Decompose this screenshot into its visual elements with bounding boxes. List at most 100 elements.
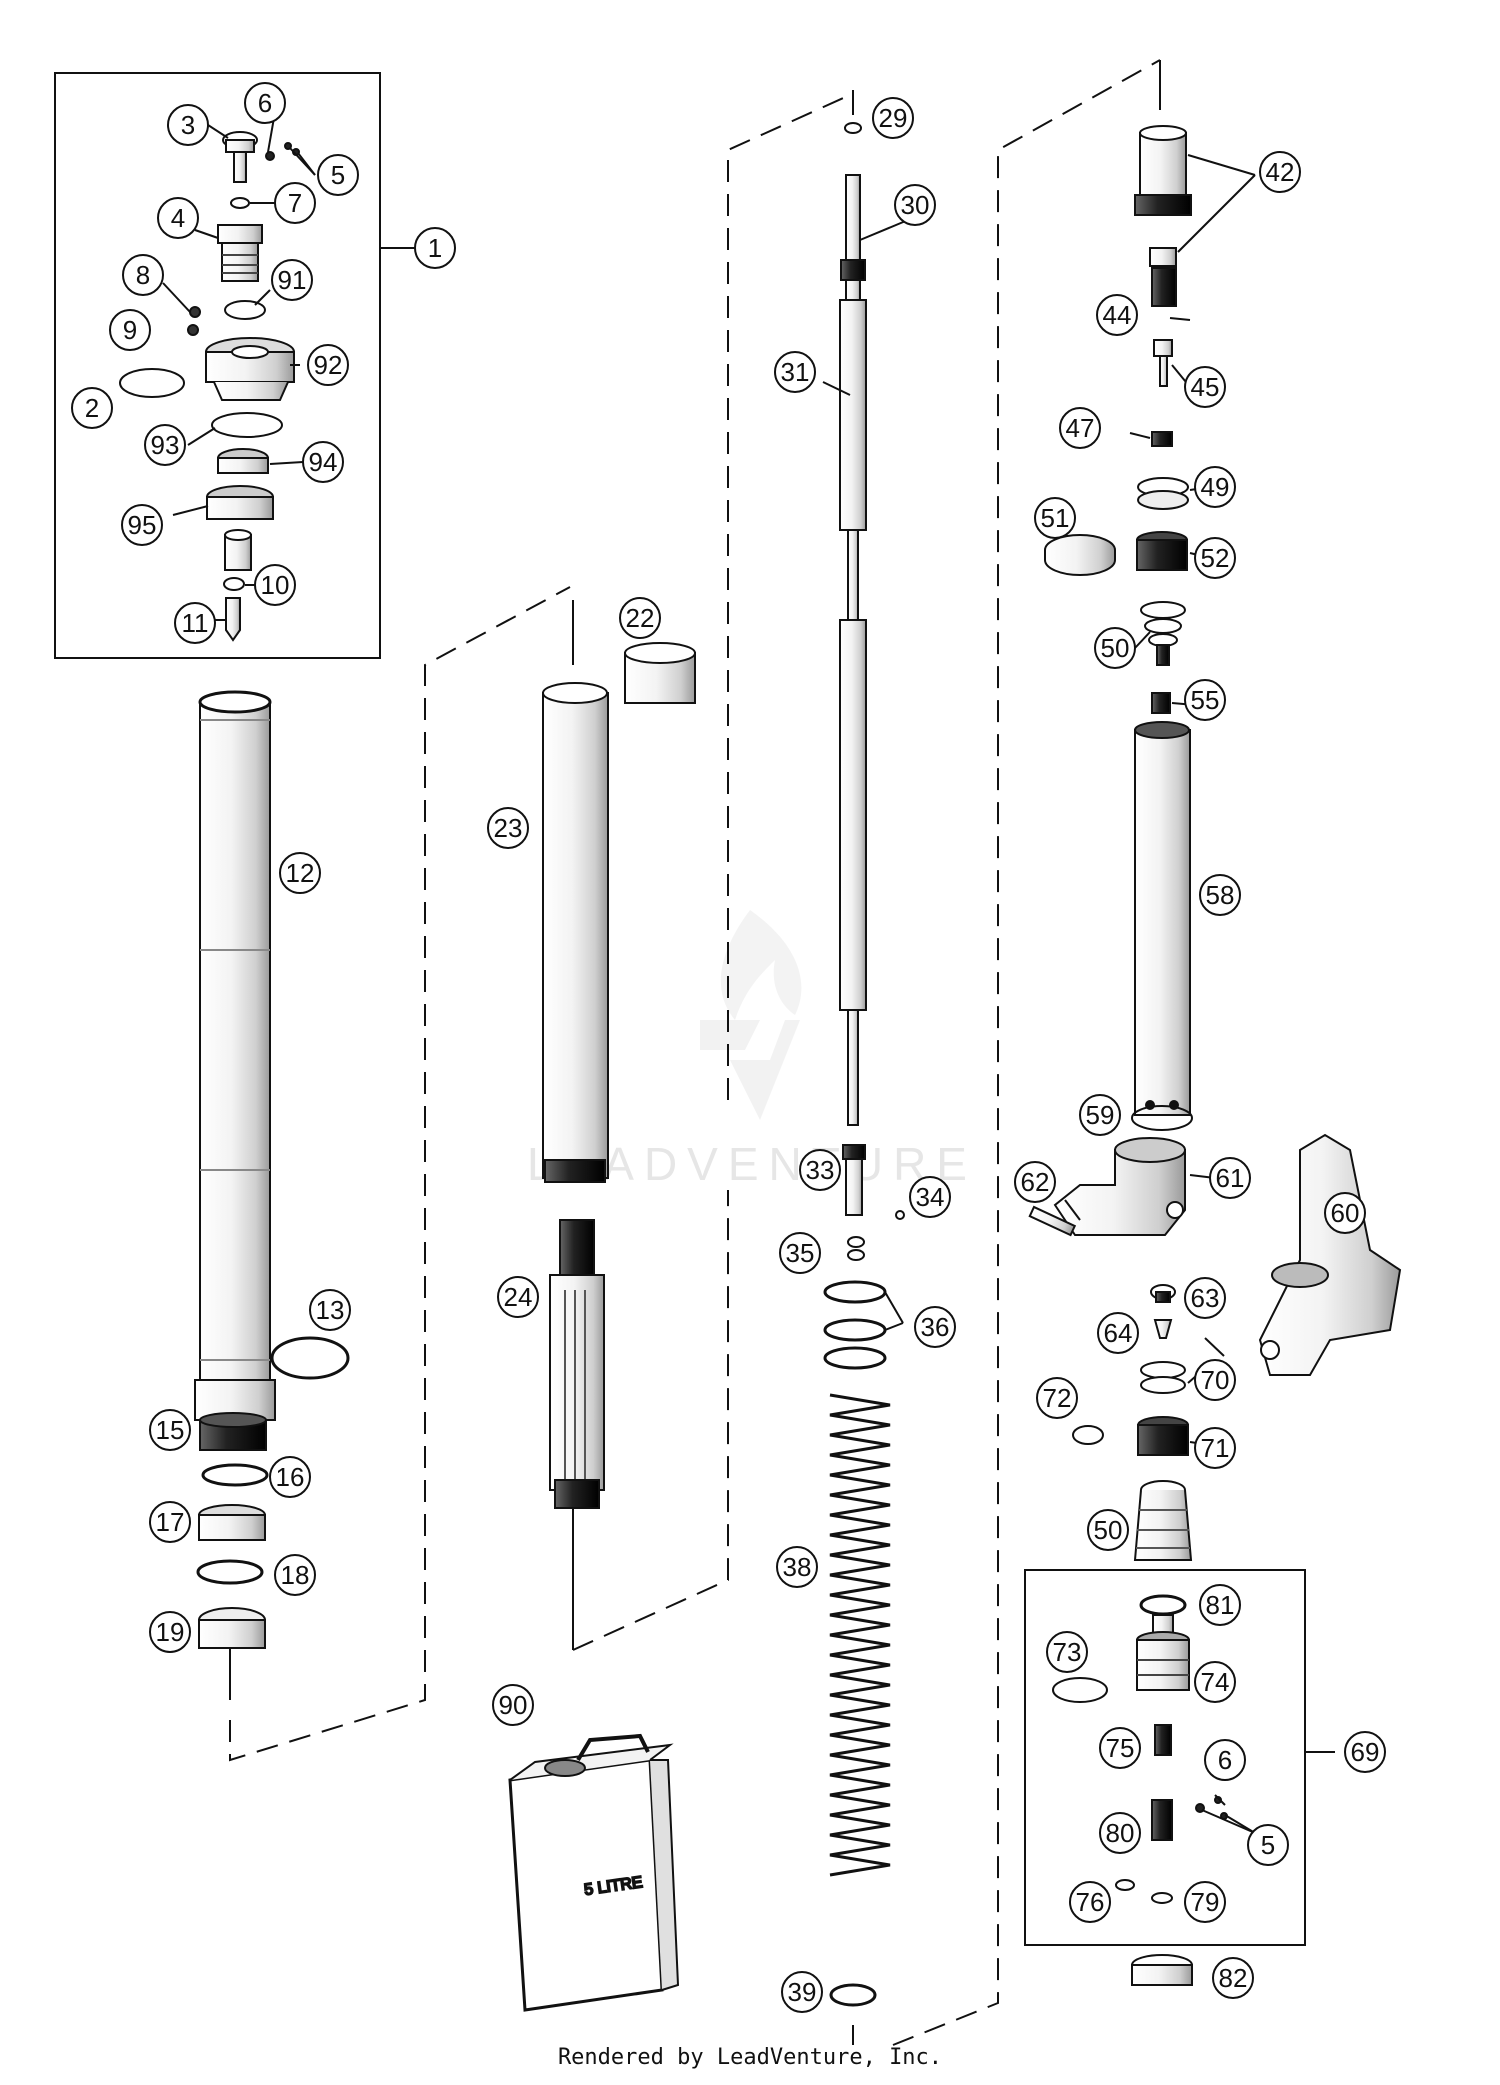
part-44-spring bbox=[1151, 267, 1177, 307]
callout-number: 42 bbox=[1266, 157, 1295, 187]
part-33-valve bbox=[842, 1144, 866, 1216]
callout-circle bbox=[779, 1232, 821, 1274]
callout-number: 64 bbox=[1104, 1318, 1133, 1348]
part-61-foot-clamp bbox=[1053, 1137, 1186, 1236]
callout-circle bbox=[122, 254, 164, 296]
callout-38: 38 bbox=[776, 1546, 818, 1588]
part-38-spring bbox=[829, 1393, 891, 1877]
callout-number: 31 bbox=[781, 357, 810, 387]
callout-10: 10 bbox=[254, 564, 296, 606]
part-29-oring bbox=[844, 122, 862, 134]
callout-8: 8 bbox=[122, 254, 164, 296]
callout-number: 12 bbox=[286, 858, 315, 888]
callout-circle bbox=[1194, 466, 1236, 508]
callout-number: 16 bbox=[276, 1462, 305, 1492]
part-74-base-valve bbox=[1136, 1614, 1190, 1691]
callout-number: 90 bbox=[499, 1690, 528, 1720]
callout-number: 5 bbox=[331, 160, 345, 190]
callout-circle bbox=[149, 1409, 191, 1451]
part-80-body bbox=[1151, 1799, 1173, 1841]
callout-circle bbox=[776, 1546, 818, 1588]
solid-guides bbox=[229, 60, 1161, 2045]
callout-number: 39 bbox=[788, 1977, 817, 2007]
callout-61: 61 bbox=[1209, 1157, 1251, 1199]
part-70-shims bbox=[1140, 1361, 1186, 1394]
callout-circle bbox=[144, 424, 186, 466]
callout-42: 42 bbox=[1259, 151, 1301, 193]
callout-number: 34 bbox=[916, 1182, 945, 1212]
callout-number: 79 bbox=[1191, 1887, 1220, 1917]
callout-4: 4 bbox=[157, 197, 199, 239]
callout-number: 10 bbox=[261, 570, 290, 600]
part-18-clip bbox=[196, 1559, 264, 1585]
callout-52: 52 bbox=[1194, 537, 1236, 579]
callout-circle bbox=[1324, 1192, 1366, 1234]
part-2-oring bbox=[119, 368, 185, 398]
callout-95: 95 bbox=[121, 504, 163, 546]
callout-82: 82 bbox=[1212, 1957, 1254, 1999]
callout-circle bbox=[1087, 1509, 1129, 1551]
callout-number: 80 bbox=[1106, 1818, 1135, 1848]
callout-18: 18 bbox=[274, 1554, 316, 1596]
part-64-screw bbox=[1153, 1319, 1173, 1339]
callout-number: 33 bbox=[806, 1155, 835, 1185]
callout-90: 90 bbox=[492, 1684, 534, 1726]
part-52-valve bbox=[1136, 531, 1188, 571]
callout-circle bbox=[1199, 1584, 1241, 1626]
callout-number: 44 bbox=[1103, 300, 1132, 330]
callout-number: 49 bbox=[1201, 472, 1230, 502]
callout-circle bbox=[1209, 1157, 1251, 1199]
callout-number: 15 bbox=[156, 1415, 185, 1445]
callout-44: 44 bbox=[1096, 294, 1138, 336]
callout-circle bbox=[1036, 1377, 1078, 1419]
callout-36: 36 bbox=[914, 1306, 956, 1348]
callout-49: 49 bbox=[1194, 466, 1236, 508]
watermark-logo bbox=[700, 910, 802, 1120]
callout-circle bbox=[914, 1306, 956, 1348]
part-71-piston bbox=[1137, 1416, 1189, 1456]
callout-circle bbox=[894, 184, 936, 226]
callout-circle bbox=[872, 97, 914, 139]
callout-circle bbox=[414, 227, 456, 269]
part-62-bolt bbox=[1028, 1205, 1077, 1237]
callout-circle bbox=[1184, 679, 1226, 721]
callout-69: 69 bbox=[1344, 1731, 1386, 1773]
callout-31: 31 bbox=[774, 351, 816, 393]
part-8-9-screws bbox=[187, 306, 201, 336]
callout-50: 50 bbox=[1094, 627, 1136, 669]
callout-34: 34 bbox=[909, 1176, 951, 1218]
part-72-oring bbox=[1072, 1425, 1104, 1445]
callout-circle bbox=[279, 852, 321, 894]
callout-number: 92 bbox=[314, 350, 343, 380]
part-35-spring-small bbox=[847, 1236, 865, 1261]
callout-circle bbox=[1094, 627, 1136, 669]
callout-93: 93 bbox=[144, 424, 186, 466]
callout-circle bbox=[781, 1971, 823, 2013]
callout-number: 76 bbox=[1076, 1887, 1105, 1917]
part-91-oring bbox=[224, 300, 266, 320]
callout-number: 60 bbox=[1331, 1198, 1360, 1228]
callout-72: 72 bbox=[1036, 1377, 1078, 1419]
callout-number: 36 bbox=[921, 1312, 950, 1342]
callout-number: 6 bbox=[258, 88, 272, 118]
callout-circle bbox=[497, 1276, 539, 1318]
callout-circle bbox=[274, 182, 316, 224]
callout-number: 61 bbox=[1216, 1163, 1245, 1193]
callout-76: 76 bbox=[1069, 1881, 1111, 1923]
callout-number: 5 bbox=[1261, 1830, 1275, 1860]
callout-number: 8 bbox=[136, 260, 150, 290]
callout-50-2: 50 bbox=[1087, 1509, 1129, 1551]
callout-number: 59 bbox=[1086, 1100, 1115, 1130]
part-4-adjuster bbox=[217, 224, 263, 282]
part-49-piston bbox=[1137, 477, 1189, 510]
callout-layer: 1234556678910111213151617181922232429303… bbox=[71, 82, 1386, 2013]
callout-number: 17 bbox=[156, 1507, 185, 1537]
callout-80: 80 bbox=[1099, 1812, 1141, 1854]
callout-circle bbox=[271, 259, 313, 301]
callout-circle bbox=[1194, 1359, 1236, 1401]
part-82-cap bbox=[1131, 1954, 1193, 1986]
callout-number: 7 bbox=[288, 188, 302, 218]
callout-number: 93 bbox=[151, 430, 180, 460]
callout-circle bbox=[274, 1554, 316, 1596]
